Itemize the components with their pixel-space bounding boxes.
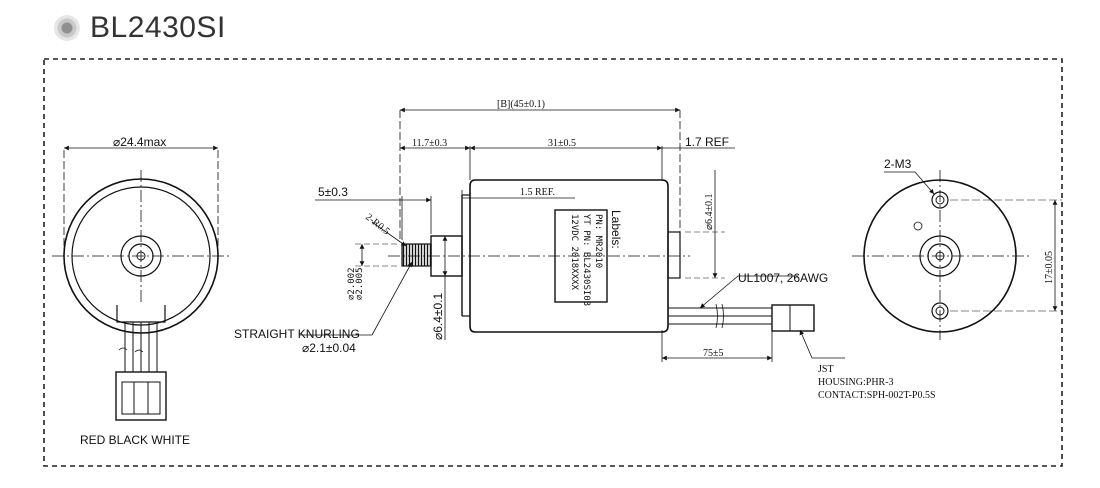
labels-title: Labels: bbox=[609, 210, 623, 249]
jst-label: JST bbox=[818, 364, 834, 375]
left-view bbox=[52, 145, 230, 421]
shaft-small-dia-label: ⌀2.002 bbox=[347, 267, 357, 300]
dim-31-label: 31±0.5 bbox=[548, 138, 576, 149]
label-line-3: 12VDC 2018XXXX bbox=[569, 214, 579, 290]
shaft-small-dia-label-2: ⌀2.005 bbox=[355, 267, 365, 300]
page-header: BL2430SI bbox=[54, 8, 226, 48]
hole-spacing-label: 17±0.05 bbox=[1044, 251, 1055, 284]
page-title: BL2430SI bbox=[90, 11, 226, 44]
knurling-label: STRAIGHT KNURLING bbox=[234, 327, 360, 341]
bullet-icon bbox=[54, 15, 80, 41]
lead-length-label: 75±5 bbox=[703, 348, 724, 359]
left-diameter-label: ⌀24.4max bbox=[113, 135, 166, 149]
holes-label: 2-M3 bbox=[884, 157, 912, 171]
shaft-dia-label: ⌀6.4±0.1 bbox=[431, 293, 445, 341]
dim-1-5-ref-label: 1.5 REF. bbox=[520, 187, 555, 198]
right-dia-label: ⌀6.4±0.1 bbox=[704, 193, 715, 230]
wire-colors-label: RED BLACK WHITE bbox=[80, 433, 190, 447]
contact-label: CONTACT:SPH-002T-P0.5S bbox=[818, 390, 936, 401]
label-line-1: PN: MR2010 bbox=[593, 214, 603, 268]
side-view bbox=[300, 107, 845, 362]
overall-length-label: [B](45±0.1) bbox=[497, 99, 545, 110]
knurling-dia-label: ⌀2.1±0.04 bbox=[302, 341, 356, 355]
drawing-frame bbox=[43, 58, 1063, 467]
shaft-length-label: 5±0.3 bbox=[318, 185, 348, 199]
front-view bbox=[852, 170, 1062, 340]
shaft-radius-label: 2-R0.5 bbox=[363, 212, 391, 238]
wire-spec-label: UL1007, 26AWG bbox=[738, 271, 828, 285]
label-line-2: YT PN: BL2430SI03 bbox=[581, 214, 591, 306]
housing-label: HOUSING:PHR-3 bbox=[818, 377, 894, 388]
dim-1-7-ref-label: 1.7 REF bbox=[685, 135, 729, 149]
dim-11-7-label: 11.7±0.3 bbox=[412, 138, 447, 149]
